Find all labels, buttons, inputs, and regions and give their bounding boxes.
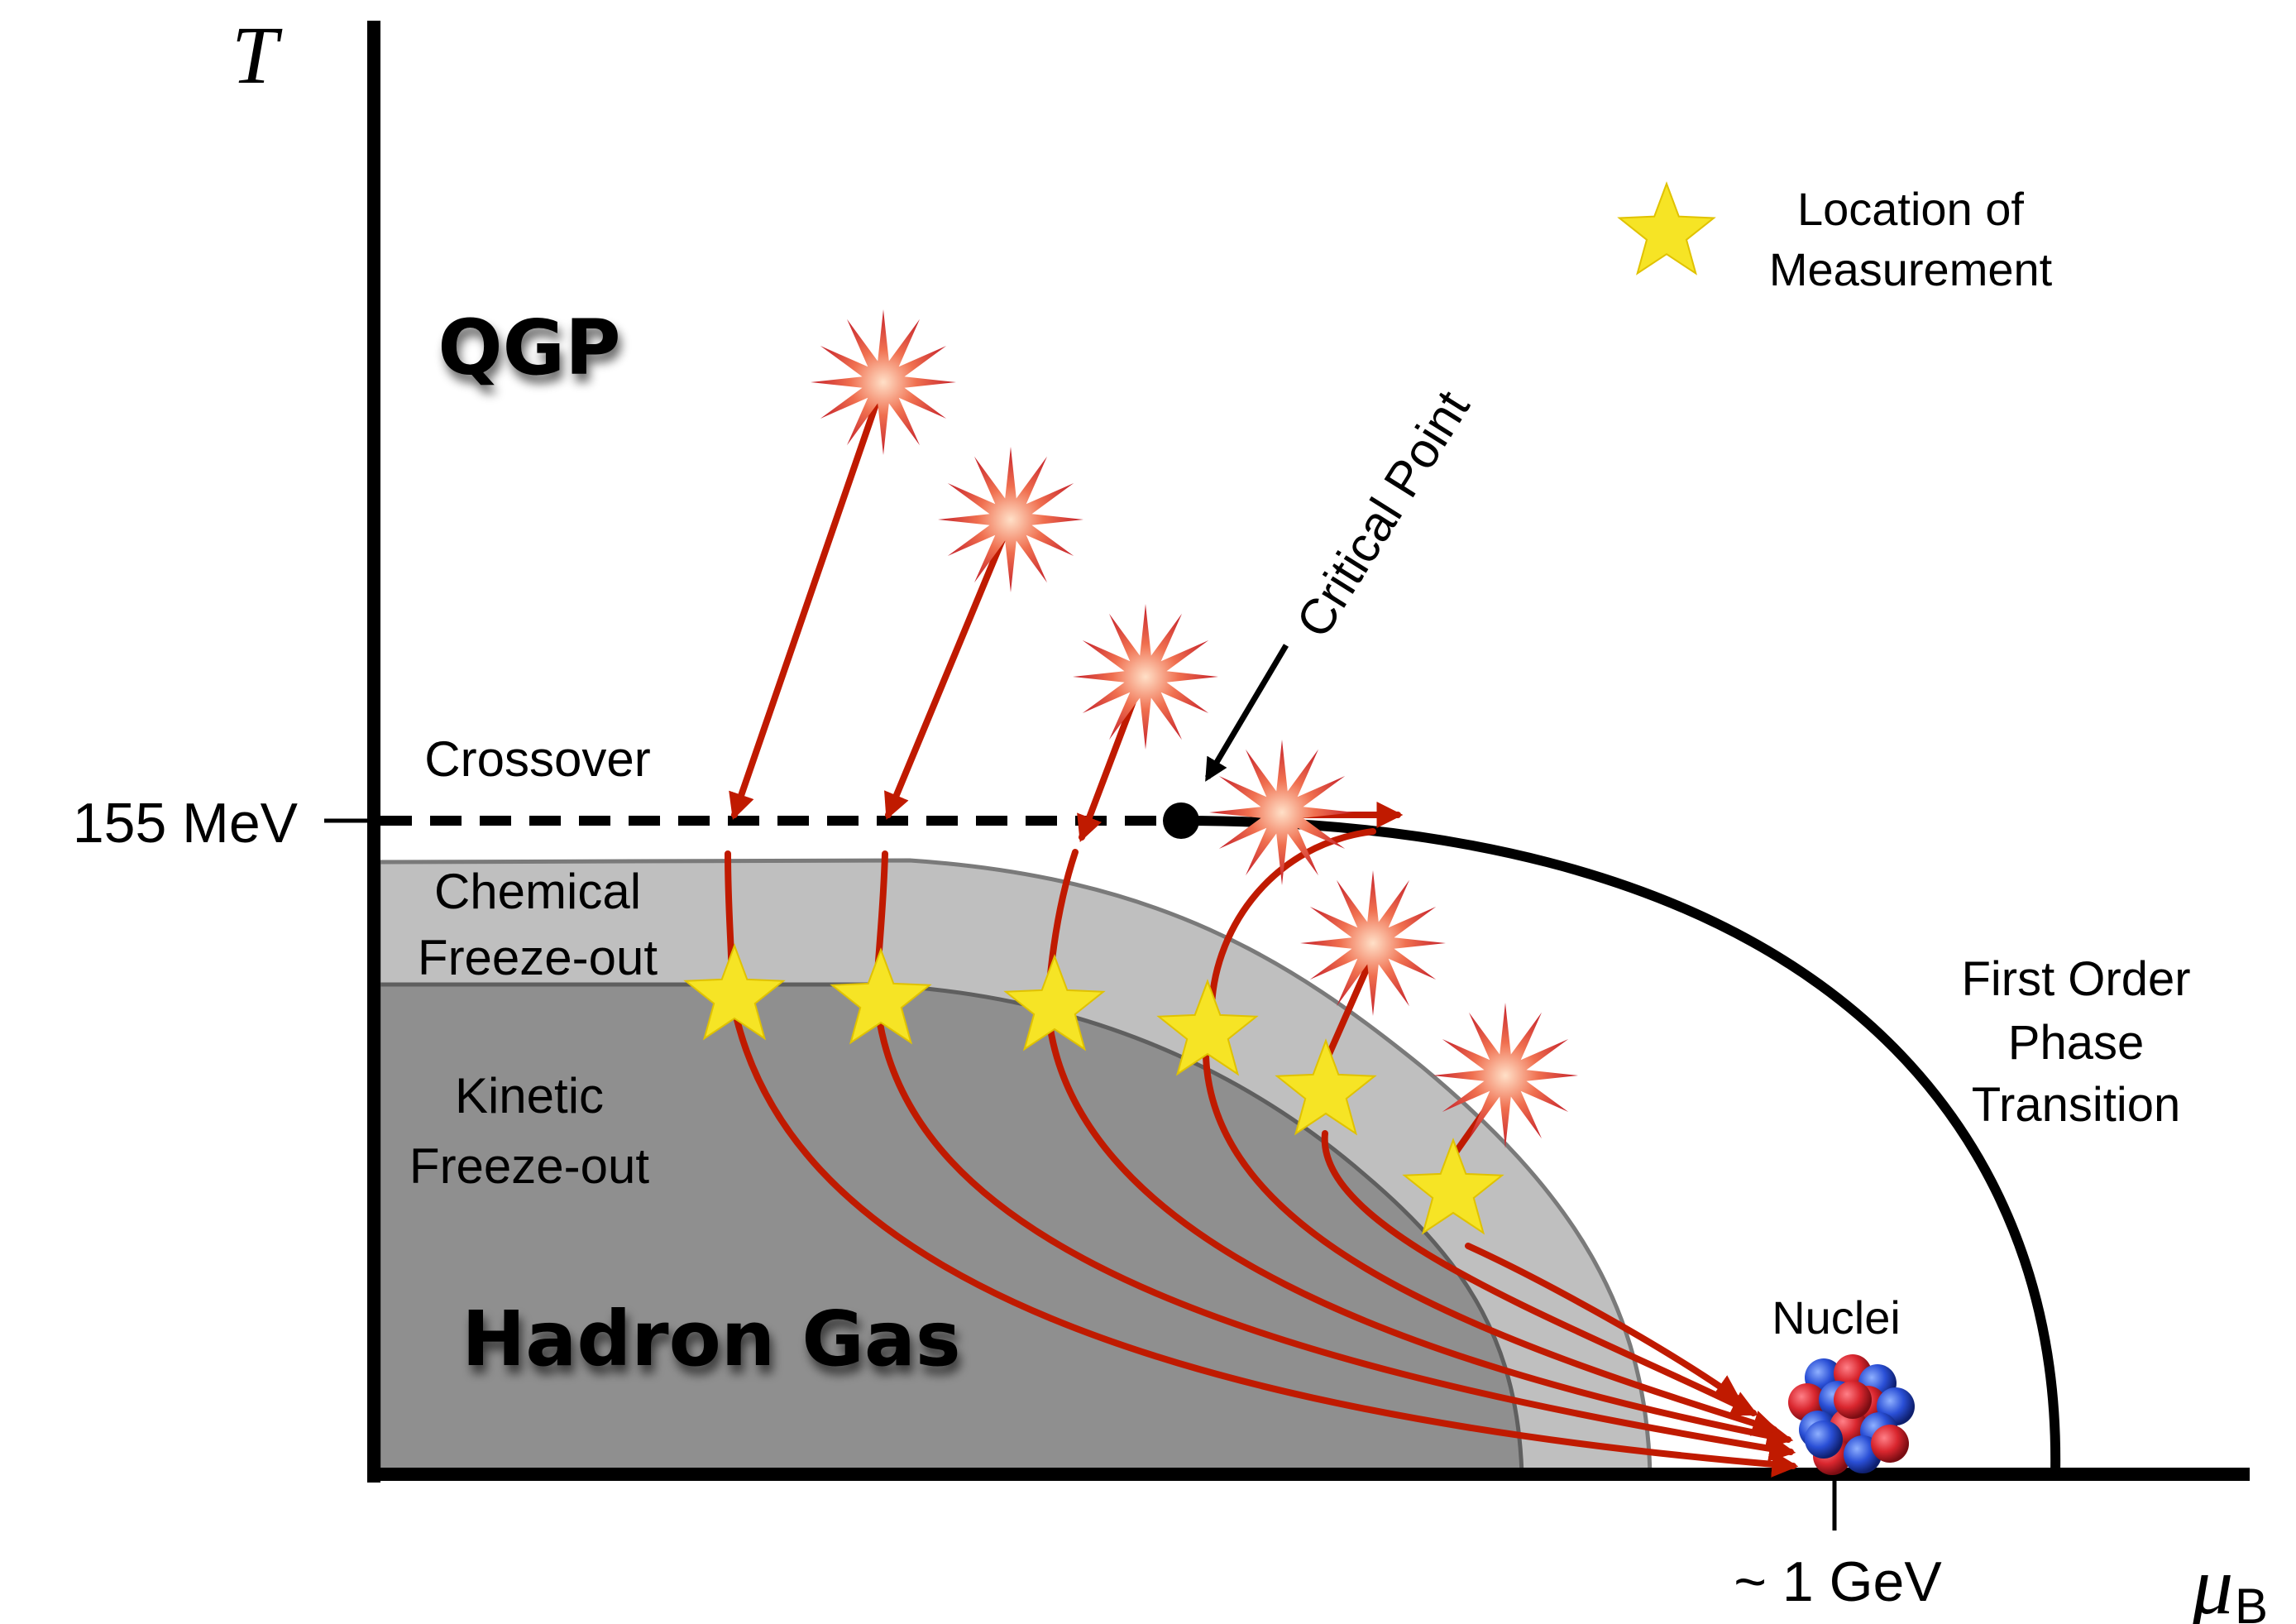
critical-point-label: Critical Point — [1285, 381, 1480, 647]
critical-point-marker — [1163, 802, 1199, 839]
first-order-label-1: First Order — [1961, 952, 2190, 1006]
measurement-star-2 — [830, 947, 932, 1045]
legend: Location of Measurement — [1617, 181, 2053, 295]
burst-icon-2 — [938, 447, 1083, 592]
first-order-transition-line — [1182, 816, 2061, 1475]
burst-icon-4 — [1209, 740, 1355, 885]
trajectory-5-mid — [1320, 961, 1372, 1071]
first-order-label-2: Phase — [2008, 1016, 2144, 1070]
y-tick-label: 155 MeV — [73, 792, 299, 855]
y-axis-label: T — [232, 9, 283, 101]
legend-text-2: Measurement — [1769, 243, 2053, 295]
burst-icon-6 — [1433, 1003, 1578, 1148]
crossover-label: Crossover — [424, 731, 650, 787]
kinetic-freezeout-label-2: Freeze-out — [409, 1138, 649, 1194]
trajectory-3-out — [1045, 1014, 1794, 1449]
trajectory-5-out — [1321, 1130, 1758, 1416]
nucleon-14 — [1834, 1381, 1872, 1419]
trajectory-2-down — [884, 530, 1008, 820]
measurement-star-3 — [1003, 954, 1106, 1052]
chemical-freezeout-label-2: Freeze-out — [418, 930, 658, 985]
legend-text-1: Location of — [1797, 183, 2024, 235]
trajectory-1-out — [731, 1006, 1799, 1478]
measurement-star-5 — [1275, 1038, 1377, 1136]
kinetic-freezeout-label-1: Kinetic — [455, 1068, 604, 1123]
burst-icon-5 — [1300, 870, 1446, 1016]
burst-icon-3 — [1073, 604, 1218, 750]
trajectory-4-out — [1202, 1039, 1780, 1436]
critical-point-pointer — [1204, 644, 1289, 782]
nucleon-13 — [1871, 1425, 1909, 1463]
trajectory-arrows — [725, 394, 1799, 1478]
chemical-freezeout-label-1: Chemical — [434, 864, 641, 919]
x-axis-label: μ — [2191, 1540, 2233, 1624]
x-axis-label-subscript: B — [2235, 1578, 2268, 1624]
nuclei-icon — [1788, 1354, 1915, 1475]
measurement-star-1 — [683, 943, 786, 1041]
x-tick-label: ~ 1 GeV — [1734, 1550, 1942, 1613]
trajectory-6-out — [1465, 1243, 1742, 1401]
burst-icon-1 — [811, 309, 956, 455]
hadron-gas-label: Hadron Gas — [462, 1295, 960, 1383]
legend-star-shape — [1617, 181, 1716, 275]
first-order-label-3: Transition — [1972, 1078, 2181, 1132]
trajectory-2-out — [875, 1010, 1796, 1462]
measurement-star-4 — [1156, 979, 1259, 1076]
trajectory-1-down — [729, 394, 882, 821]
measurement-stars — [683, 943, 1504, 1235]
qgp-label: QGP — [438, 304, 620, 392]
measurement-star-6 — [1402, 1138, 1504, 1235]
nucleon-15 — [1805, 1420, 1843, 1459]
trajectory-4-mid — [1208, 828, 1376, 1008]
nuclei-label: Nuclei — [1772, 1291, 1901, 1344]
trajectory-3-down — [1077, 687, 1141, 842]
collision-bursts — [811, 309, 1578, 1148]
yellow-star-icon — [1617, 181, 1716, 275]
